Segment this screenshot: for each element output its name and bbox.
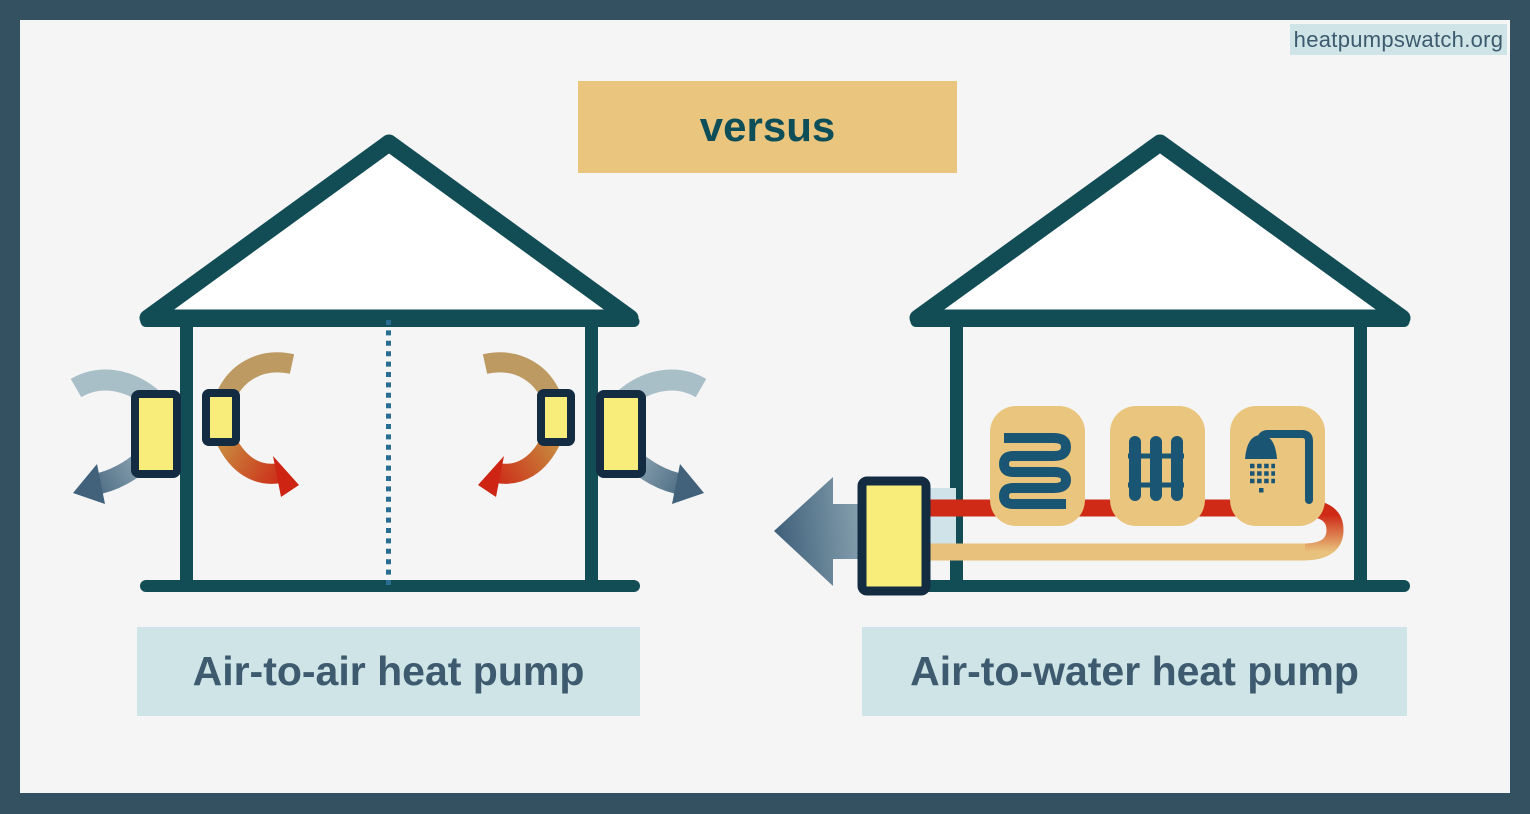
- warm-air-arrowhead-icon: [273, 456, 299, 497]
- site-badge: heatpumpswatch.org: [1290, 24, 1507, 55]
- shower-droplets: [1250, 463, 1275, 484]
- outdoor-unit: [131, 390, 181, 478]
- warm-air-arrowhead-icon: [478, 456, 504, 497]
- outdoor-exhaust-arrowhead-icon: [672, 464, 704, 504]
- indoor-unit: [537, 389, 575, 446]
- indoor-unit: [202, 389, 240, 446]
- shower-droplet: [1259, 488, 1264, 493]
- roof: [139, 134, 639, 327]
- air-to-water-label: Air-to-water heat pump: [862, 627, 1407, 716]
- versus-banner: versus: [578, 81, 957, 173]
- heat-pump-unit: [857, 476, 931, 596]
- outdoor-unit: [596, 390, 646, 478]
- shower-head: [1245, 435, 1277, 459]
- underfloor-heating-coil-icon: [999, 433, 1071, 509]
- roof: [909, 134, 1411, 327]
- air-to-water-house: [774, 134, 1411, 596]
- air-to-air-label: Air-to-air heat pump: [137, 627, 640, 716]
- radiator-icon: [1128, 436, 1184, 501]
- outdoor-exhaust-arrowhead-icon: [73, 464, 105, 504]
- air-to-air-house: [70, 134, 707, 592]
- shower-icon: [1245, 430, 1313, 504]
